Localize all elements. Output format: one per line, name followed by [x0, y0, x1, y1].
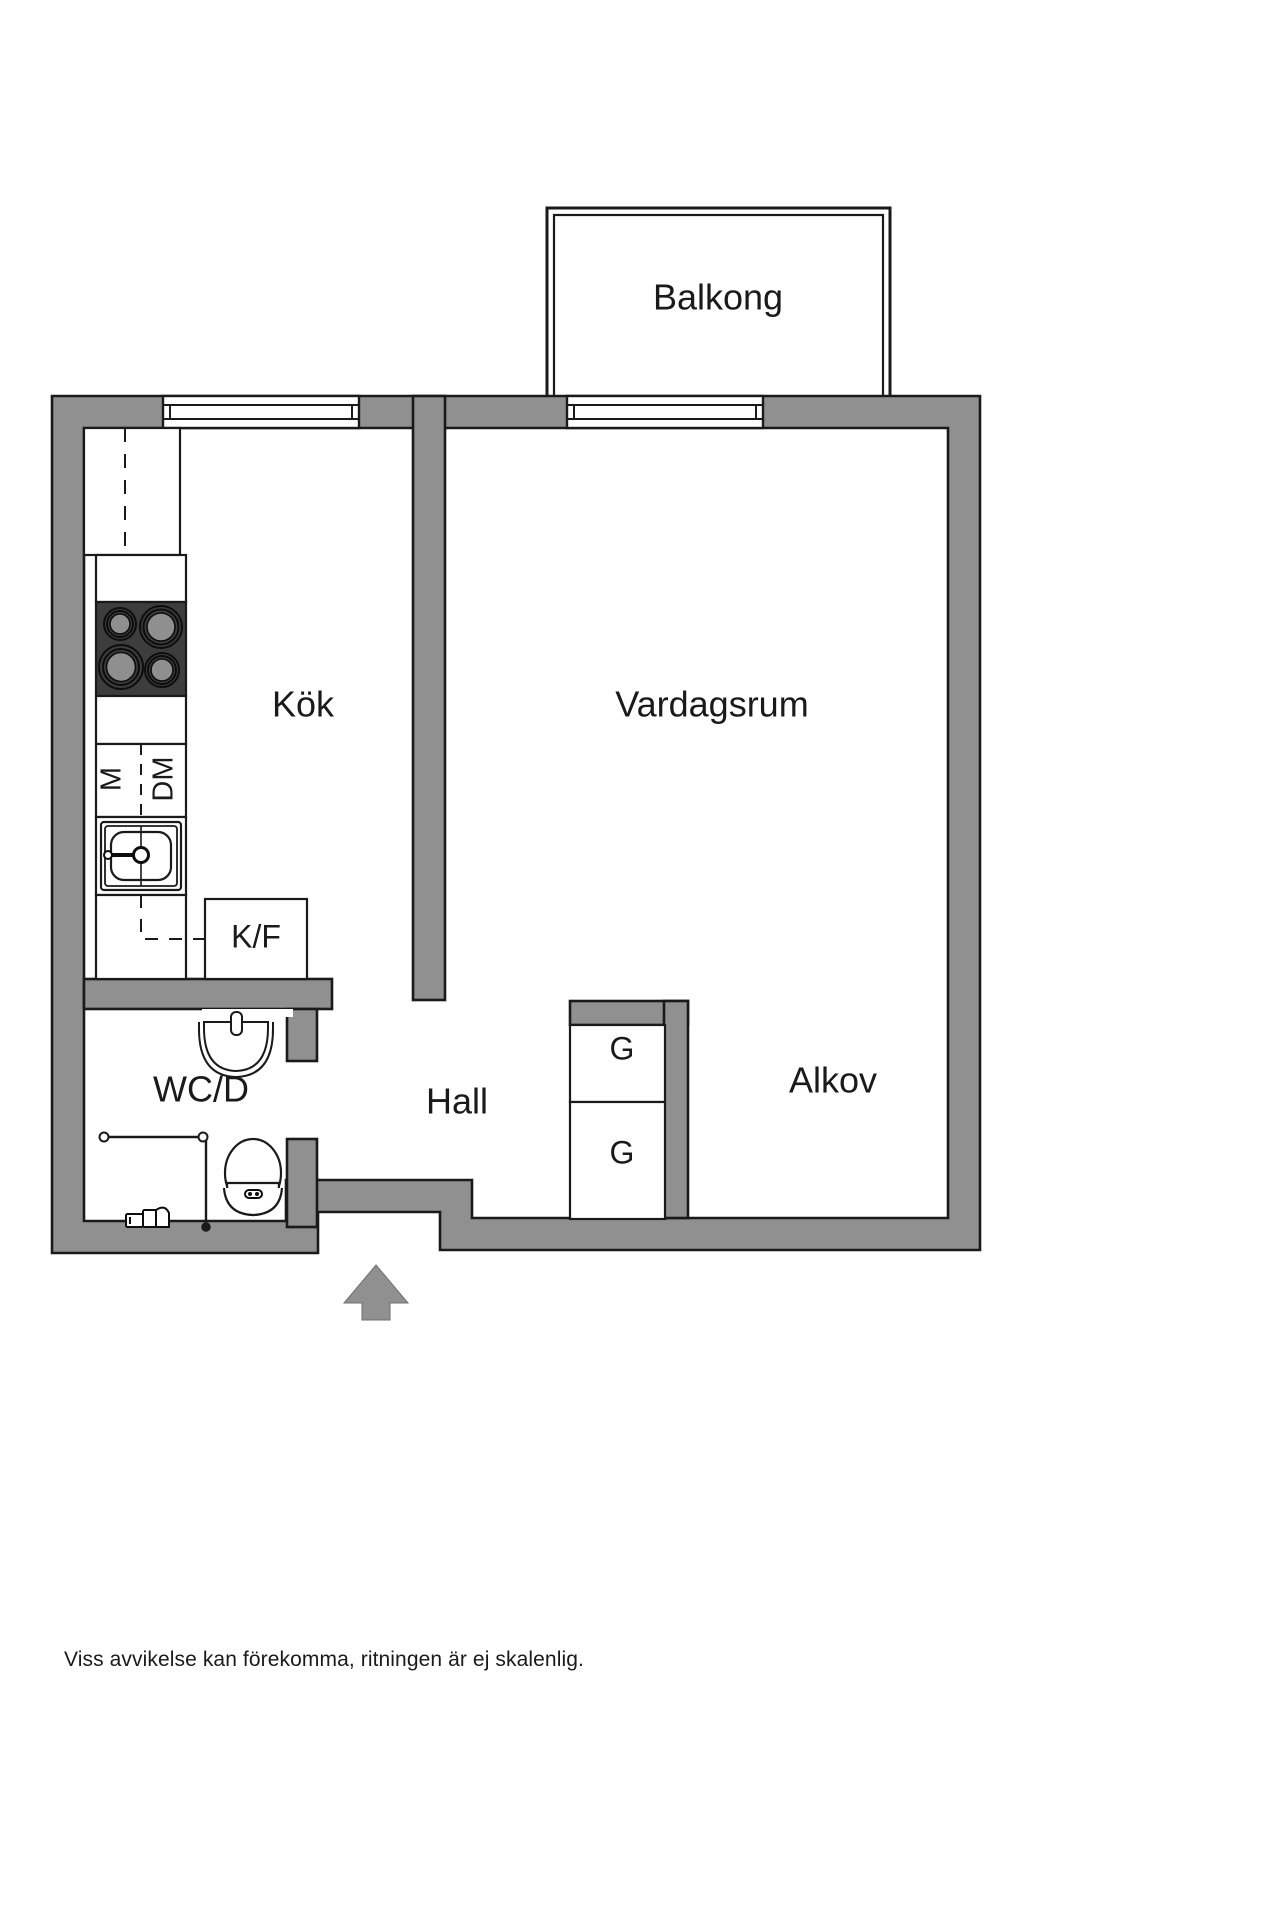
appliance-block-m-dm: M DM [94, 742, 188, 819]
window-living [565, 394, 765, 430]
window-kitchen [161, 394, 361, 430]
kitchen-upper-cabinet [82, 426, 182, 557]
bathroom-label: WC/D [153, 1069, 249, 1110]
kitchen-cabinet-1 [94, 553, 188, 604]
partition-alkov [568, 999, 690, 1220]
hall-label: Hall [426, 1081, 488, 1122]
floor-drain-mixer [125, 1206, 170, 1228]
microwave-label: M [96, 767, 128, 791]
closets-group: G G [568, 1023, 667, 1221]
wall-vertical-bath-upper [285, 1007, 319, 1063]
fridge-freezer: K/F [203, 897, 309, 981]
living-room-label: Vardagsrum [615, 684, 808, 725]
balcony-label: Balkong [653, 277, 783, 318]
washbasin [198, 1009, 293, 1079]
bathroom-fixtures [98, 1009, 293, 1232]
exterior-walls [50, 394, 982, 1255]
wall-vertical-kitchen [411, 394, 447, 1002]
kitchen-cabinet-2 [94, 694, 188, 746]
closet-upper-label: G [610, 1030, 635, 1066]
stove [94, 600, 188, 698]
dishwasher-label: DM [148, 756, 180, 801]
kitchen-label: Kök [272, 684, 335, 725]
wall-vertical-bath-lower [285, 1137, 319, 1229]
wall-horizontal-bath-top [82, 977, 334, 1011]
disclaimer-caption: Viss avvikelse kan förekomma, ritningen … [64, 1648, 584, 1671]
wall-band [50, 394, 982, 1255]
closet-lower-label: G [610, 1134, 635, 1170]
wall-closet-right [662, 999, 690, 1220]
closet-lower [568, 1100, 667, 1221]
alkov-label: Alkov [789, 1060, 877, 1101]
toilet [222, 1137, 284, 1217]
kitchen-cabinet-3 [94, 893, 188, 981]
balcony-group: Balkong [545, 206, 892, 402]
partition-kitchen-living [411, 394, 447, 1002]
shower-enclosure [98, 1131, 211, 1232]
kitchen-counter-run: M DM K/F [94, 553, 309, 981]
sink [94, 815, 188, 897]
entrance-arrow [342, 1264, 410, 1321]
fridge-freezer-label: K/F [231, 918, 281, 954]
balcony-inner-outline [552, 213, 885, 402]
